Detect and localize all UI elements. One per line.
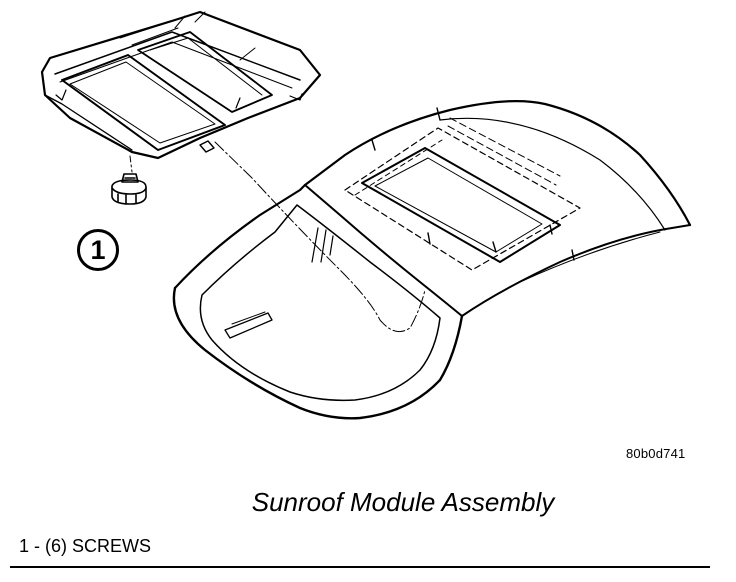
sunroof-module-illustration (40, 10, 692, 420)
screw (111, 173, 147, 205)
installation-line (129, 155, 133, 173)
figure-code: 80b0d741 (626, 446, 686, 461)
legend-separator: - (34, 536, 46, 556)
bottom-rule (10, 566, 710, 568)
sunroof-module (40, 10, 322, 160)
callout-number-1: 1 (77, 229, 119, 271)
legend-number: 1 (19, 536, 30, 556)
roof-panel (172, 100, 692, 420)
legend-text: (6) SCREWS (45, 536, 152, 556)
figure-title: Sunroof Module Assembly (251, 487, 555, 517)
legend-item: 1 - (6) SCREWS (19, 536, 151, 557)
installation-line (214, 141, 426, 333)
